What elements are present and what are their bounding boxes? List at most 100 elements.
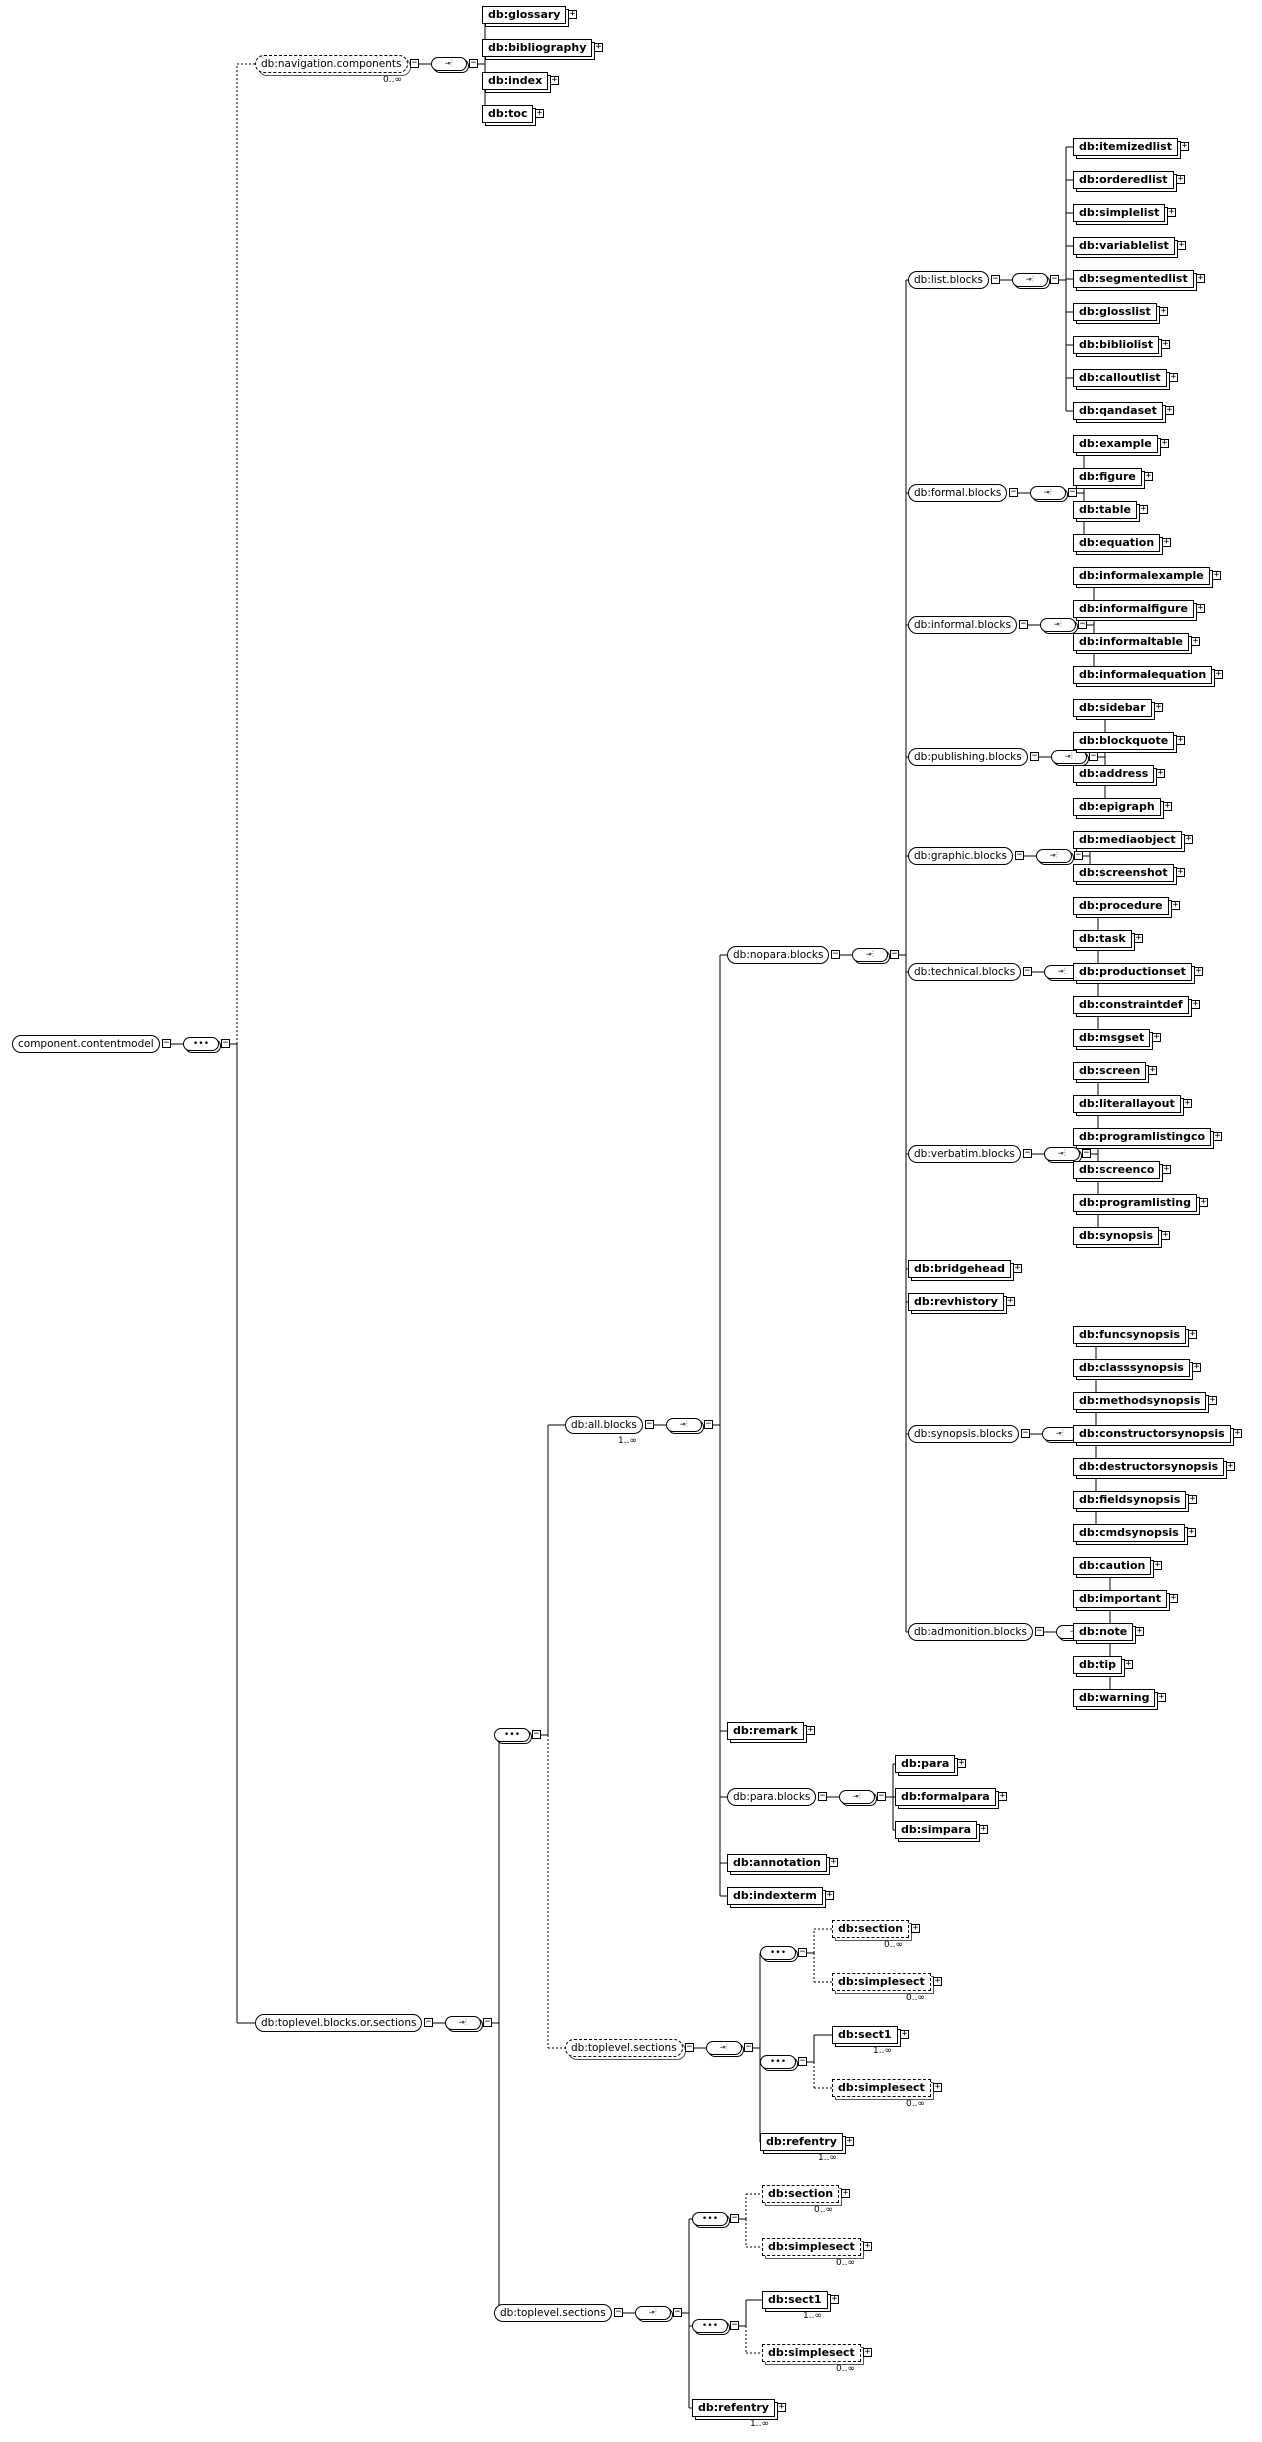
expand-toggle[interactable]: + [1167,207,1176,217]
expand-toggle[interactable]: + [1214,669,1223,679]
element-informalequation[interactable]: db:informalequation [1073,666,1213,684]
element-glossary[interactable]: db:glossary [482,6,567,24]
choice-compositor[interactable]: ⊸⫶ [1030,486,1066,500]
element-screenshot[interactable]: db:screenshot [1073,864,1174,882]
group-toplevel-blocks-or-sections[interactable]: db:toplevel.blocks.or.sections [255,2014,423,2032]
element-revhistory[interactable]: db:revhistory [908,1293,1004,1311]
element-refentry[interactable]: db:refentry [692,2399,775,2417]
element-constructorsynopsis[interactable]: db:constructorsynopsis [1073,1425,1231,1443]
collapse-toggle[interactable]: − [410,58,419,68]
expand-toggle[interactable]: + [1124,1659,1133,1669]
element-caution[interactable]: db:caution [1073,1557,1152,1575]
group-toplevel-sections[interactable]: db:toplevel.sections [565,2039,683,2057]
element-msgset[interactable]: db:msgset [1073,1029,1151,1047]
element-synopsis[interactable]: db:synopsis [1073,1227,1159,1245]
element-address[interactable]: db:address [1073,765,1155,783]
expand-toggle[interactable]: + [979,1824,988,1834]
collapse-toggle[interactable]: − [1030,751,1039,761]
element-example[interactable]: db:example [1073,435,1158,453]
element-simplesect[interactable]: db:simplesect [832,1973,931,1991]
expand-toggle[interactable]: + [1194,966,1203,976]
element-table[interactable]: db:table [1073,501,1137,519]
group-list-blocks[interactable]: db:list.blocks [908,271,989,289]
expand-toggle[interactable]: + [1161,339,1170,349]
choice-compositor[interactable]: ⊸⫶ [445,2016,481,2030]
group-publishing-blocks[interactable]: db:publishing.blocks [908,748,1028,766]
element-itemizedlist[interactable]: db:itemizedlist [1073,138,1178,156]
expand-toggle[interactable]: + [777,2402,786,2412]
collapse-toggle[interactable]: − [730,2213,739,2223]
expand-toggle[interactable]: + [1171,900,1180,910]
expand-toggle[interactable]: + [1153,1560,1162,1570]
element-literallayout[interactable]: db:literallayout [1073,1095,1181,1113]
element-qandaset[interactable]: db:qandaset [1073,402,1163,420]
element-bridgehead[interactable]: db:bridgehead [908,1260,1012,1278]
element-classsynopsis[interactable]: db:classsynopsis [1073,1359,1190,1377]
collapse-toggle[interactable]: − [1068,487,1077,497]
expand-toggle[interactable]: + [1212,570,1221,580]
expand-toggle[interactable]: + [806,1725,815,1735]
expand-toggle[interactable]: + [1191,636,1200,646]
expand-toggle[interactable]: + [1169,1593,1178,1603]
collapse-toggle[interactable]: − [221,1038,230,1048]
element-mediaobject[interactable]: db:mediaobject [1073,831,1182,849]
element-simplesect[interactable]: db:simplesect [762,2238,861,2256]
element-tip[interactable]: db:tip [1073,1656,1123,1674]
sequence-compositor[interactable]: ••• [494,1728,530,1742]
element-segmentedlist[interactable]: db:segmentedlist [1073,270,1194,288]
collapse-toggle[interactable]: − [483,2017,492,2027]
expand-toggle[interactable]: + [1176,867,1185,877]
element-remark[interactable]: db:remark [727,1722,804,1740]
collapse-toggle[interactable]: − [532,1729,541,1739]
expand-toggle[interactable]: + [911,1923,920,1933]
expand-toggle[interactable]: + [998,1791,1007,1801]
element-glosslist[interactable]: db:glosslist [1073,303,1157,321]
collapse-toggle[interactable]: − [424,2017,433,2027]
element-screen[interactable]: db:screen [1073,1062,1147,1080]
collapse-toggle[interactable]: − [1009,487,1018,497]
element-informalexample[interactable]: db:informalexample [1073,567,1210,585]
collapse-toggle[interactable]: − [673,2307,682,2317]
expand-toggle[interactable]: + [933,1976,942,1986]
element-constraintdef[interactable]: db:constraintdef [1073,996,1189,1014]
expand-toggle[interactable]: + [1156,768,1165,778]
element-figure[interactable]: db:figure [1073,468,1142,486]
element-cmdsynopsis[interactable]: db:cmdsynopsis [1073,1524,1185,1542]
element-sidebar[interactable]: db:sidebar [1073,699,1152,717]
element-programlistingco[interactable]: db:programlistingco [1073,1128,1212,1146]
expand-toggle[interactable]: + [1152,1032,1161,1042]
choice-compositor[interactable]: ⊸⫶ [706,2041,742,2055]
expand-toggle[interactable]: + [1013,1263,1022,1273]
collapse-toggle[interactable]: − [1015,850,1024,860]
element-formalpara[interactable]: db:formalpara [895,1788,996,1806]
collapse-toggle[interactable]: − [469,58,478,68]
expand-toggle[interactable]: + [1177,240,1186,250]
collapse-toggle[interactable]: − [704,1419,713,1429]
expand-toggle[interactable]: + [1188,1329,1197,1339]
group-graphic-blocks[interactable]: db:graphic.blocks [908,847,1013,865]
expand-toggle[interactable]: + [1180,141,1189,151]
choice-compositor[interactable]: ⊸⫶ [431,57,467,71]
expand-toggle[interactable]: + [1208,1395,1217,1405]
collapse-toggle[interactable]: − [1078,619,1087,629]
group-admonition-blocks[interactable]: db:admonition.blocks [908,1623,1033,1641]
expand-toggle[interactable]: + [1148,1065,1157,1075]
sequence-compositor[interactable]: ••• [692,2319,728,2333]
expand-toggle[interactable]: + [1191,999,1200,1009]
element-simplesect[interactable]: db:simplesect [832,2079,931,2097]
choice-compositor[interactable]: ⊸⫶ [1051,750,1087,764]
group-formal-blocks[interactable]: db:formal.blocks [908,484,1008,502]
expand-toggle[interactable]: + [1154,702,1163,712]
group-toplevel-sections[interactable]: db:toplevel.sections [494,2304,612,2322]
element-informalfigure[interactable]: db:informalfigure [1073,600,1194,618]
expand-toggle[interactable]: + [1160,438,1169,448]
collapse-toggle[interactable]: − [1050,274,1059,284]
expand-toggle[interactable]: + [1134,933,1143,943]
expand-toggle[interactable]: + [535,108,544,118]
expand-toggle[interactable]: + [1144,471,1153,481]
element-simpara[interactable]: db:simpara [895,1821,978,1839]
collapse-toggle[interactable]: − [685,2042,694,2052]
collapse-toggle[interactable]: − [1019,619,1028,629]
collapse-toggle[interactable]: − [890,949,899,959]
collapse-toggle[interactable]: − [798,1947,807,1957]
